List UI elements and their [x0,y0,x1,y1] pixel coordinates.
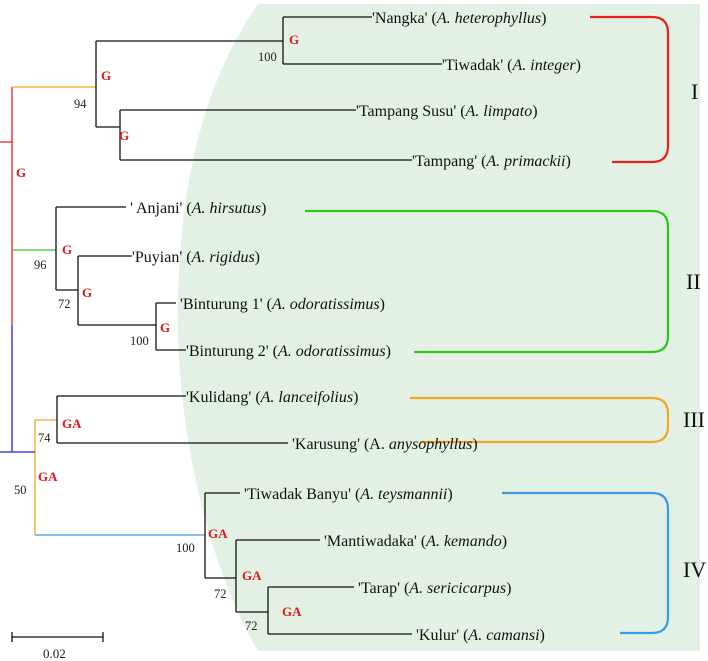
clade-III-stem [34,419,57,535]
clade-label-II: II [686,269,701,294]
bootstrap-binturung-pair: 100 [130,334,149,348]
ancestral-binturung-pair: G [160,320,170,335]
leaf-label-nangka: 'Nangka' (A. heterophyllus) [372,10,546,27]
clade-III-bracket [410,396,670,444]
binturung-pair-node [155,302,186,351]
ancestral-tarap-kulur: GA [282,604,302,619]
clade-III-node [56,395,288,444]
root-branch-upper [0,87,13,325]
ancestral-clade-III: GA [62,416,82,431]
clade-II-node [55,206,126,291]
ancestral-root-upper: G [16,165,26,180]
bootstrap-puyian-binturung: 72 [58,297,71,311]
ancestral-puyian-binturung: G [82,285,92,300]
leaf-label-anjani: ' Anjani' (A. hirsutus) [130,200,266,217]
leaf-label-tampang: 'Tampang' (A. primackii) [412,153,571,170]
clade-IV-node [204,492,240,579]
bootstrap-nangka-tiwadak: 100 [258,50,277,64]
leaf-label-tiwadak: 'Tiwadak' (A. integer) [442,57,581,74]
nangka-tiwadak-node [282,16,442,65]
ancestral-nangka-tiwadak: G [289,32,299,47]
leaf-label-kulidang: 'Kulidang' (A. lanceifolius) [186,389,358,406]
bootstrap-clade-IV: 100 [176,541,195,555]
leaf-label-mantiwadaka: 'Mantiwadaka' (A. kemando) [324,533,507,550]
bootstrap-clade-III: 74 [38,431,51,445]
leaf-label-puyian: 'Puyian' (A. rigidus) [132,249,260,266]
clade-I-node [95,40,283,128]
leaf-label-karusung: 'Karusung' (A. anysophyllus) [292,436,478,453]
bootstrap-clade-I: 94 [74,97,87,111]
puyian-binturung-node [77,255,156,326]
ancestral-tampang-pair: G [119,128,129,143]
ancestral-clade-III-IV: GA [38,469,58,484]
leaf-label-binturung-2: 'Binturung 2' (A. odoratissimus) [186,343,391,360]
clade-I-bracket [590,15,670,164]
ancestral-clade-I: G [101,68,111,83]
clade-label-III: III [683,407,705,432]
ancestral-clade-II: G [62,242,72,257]
ancestral-clade-IV: GA [208,526,228,541]
leaf-label-tiwadak-banyu: 'Tiwadak Banyu' (A. teysmannii) [244,486,453,503]
mantiwadaka-node [235,539,320,613]
leaf-label-tampang-susu: 'Tampang Susu' (A. limpato) [356,103,538,120]
ancestral-mantiwadaka-group: GA [242,568,262,583]
clade-IV-bracket [502,491,670,635]
background-shade [177,4,701,651]
tarap-kulur-node [267,586,412,635]
scale-bar: 0.02 [11,632,104,661]
clade-label-IV: IV [683,557,706,582]
leaf-label-kulur: 'Kulur' (A. camansi) [416,627,545,644]
bootstrap-clade-III-IV: 50 [14,483,27,497]
scale-bar-label: 0.02 [43,646,66,661]
root-branch-lower [0,325,13,453]
tampang-node [119,109,412,161]
bootstrap-mantiwadaka-group: 72 [214,587,227,601]
clade-label-I: I [691,79,698,104]
leaf-label-tarap: 'Tarap' (A. sericicarpus) [358,580,511,597]
bootstrap-tarap-kulur: 72 [245,619,258,633]
clade-II-bracket [305,209,670,354]
bootstrap-clade-II: 96 [34,258,47,272]
leaf-label-binturung-1: 'Binturung 1' (A. odoratissimus) [180,296,385,313]
